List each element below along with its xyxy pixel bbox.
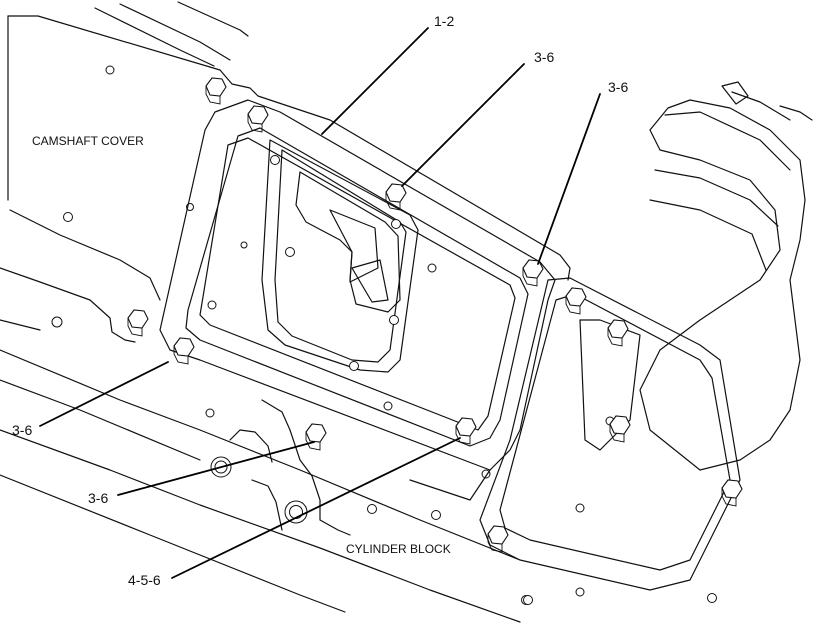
leader-line-3-6-mid <box>117 441 315 496</box>
bolt-hex-icon <box>522 259 544 287</box>
bolt-hex-icon <box>385 183 407 211</box>
inspection-cover-left <box>159 99 556 471</box>
bolt-hex-icon <box>721 479 743 507</box>
bolt-hex-icon <box>487 525 509 553</box>
bolt-hex-icon <box>565 287 587 315</box>
bolt-group <box>127 77 743 553</box>
leader-line-3-6-left <box>39 361 169 427</box>
bolt-hex-icon <box>127 309 149 337</box>
bolt-hex-icon <box>609 415 631 443</box>
leader-line-3-6-right <box>537 93 601 265</box>
bolt-hex-icon <box>305 423 327 451</box>
camshaft-cover <box>0 1 571 343</box>
camshaft-cover-label: CAMSHAFT COVER <box>32 134 144 148</box>
callout-label: 1-2 <box>434 13 454 29</box>
bolt-hex-icon <box>173 337 195 365</box>
bolt-hex-icon <box>205 77 227 105</box>
elbow-pipe <box>639 81 813 471</box>
cylinder-block-label: CYLINDER BLOCK <box>346 542 451 556</box>
bolt-hex-icon <box>247 105 269 133</box>
bolt-hex-icon <box>607 319 629 347</box>
inspection-cover-right <box>479 277 741 605</box>
bolt-hex-icon <box>455 417 477 445</box>
callout-label: 3-6 <box>608 79 628 95</box>
callout-label: 3-6 <box>12 422 32 438</box>
leader-line-4-5-6 <box>171 437 461 579</box>
callout-label: 3-6 <box>534 49 554 65</box>
leader-line-3-6-top <box>401 63 525 187</box>
cylinder-block <box>0 349 533 623</box>
leader-lines <box>39 27 601 579</box>
callout-label: 4-5-6 <box>128 572 161 588</box>
callout-label: 3-6 <box>88 490 108 506</box>
leader-line-1-2 <box>321 27 429 135</box>
